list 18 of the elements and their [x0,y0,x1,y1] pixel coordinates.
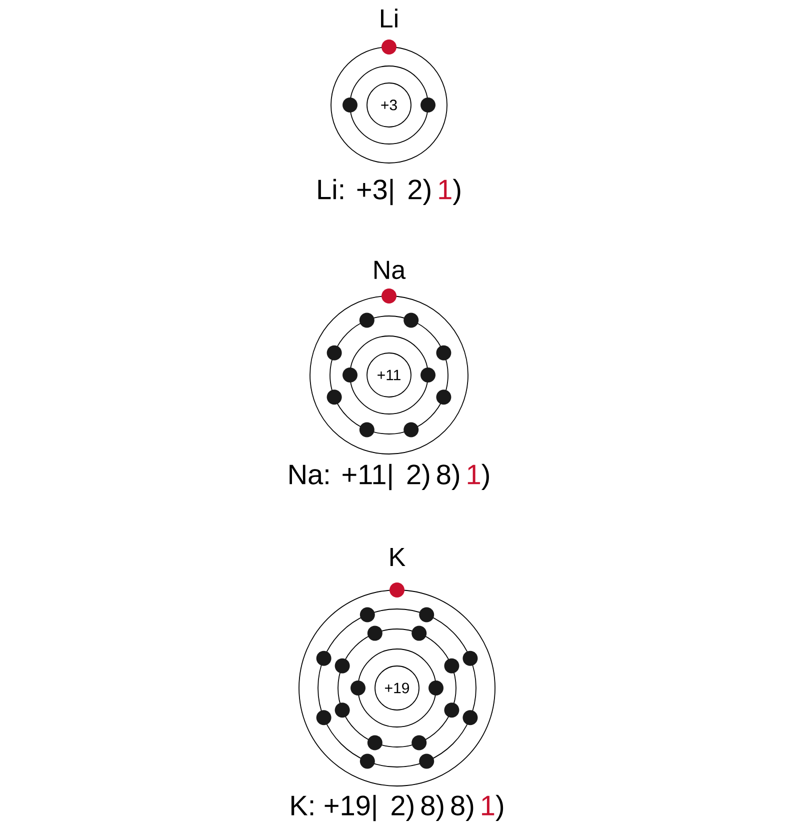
electron-formula: Li: +3| 2) 1) [318,178,460,206]
label: 2) [408,178,430,205]
element-symbol: Na [374,260,406,280]
label: 2) [392,794,414,821]
label: 8) [421,794,444,821]
label: 8) [451,794,474,821]
element-symbol: K [390,548,406,566]
electron-formula: K: +19| 2) 8) 8) 1) [292,794,504,822]
label: 1 [468,464,480,484]
label: 1 [482,796,494,816]
electron-formula: Na: +11| 2) 8) 1) [290,464,489,490]
element-symbol: Li [381,8,398,28]
label: 1 [439,180,452,200]
label: ) [482,464,489,490]
label: ) [452,178,460,205]
label: 2) [407,464,430,490]
label: ) [496,794,504,821]
label: 8) [437,464,460,490]
